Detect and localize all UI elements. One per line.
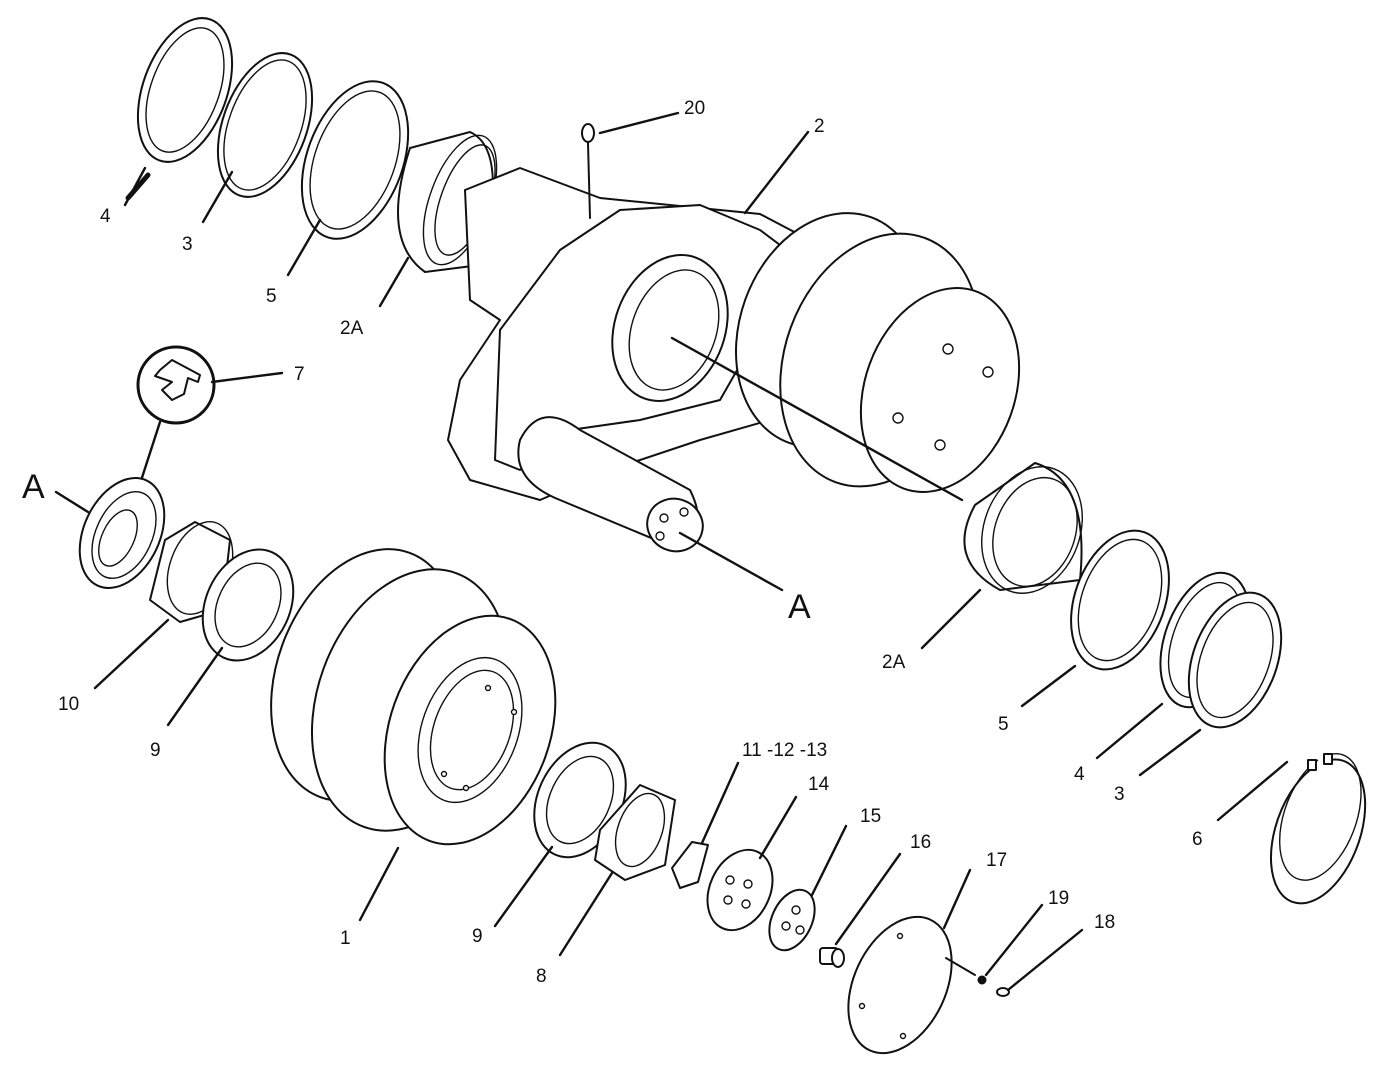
roller-shell-1 bbox=[270, 548, 557, 846]
leader-lines bbox=[54, 111, 1289, 992]
seal-detail-7 bbox=[136, 345, 216, 492]
carrier-flange bbox=[734, 212, 1021, 493]
sleeve-2A-right bbox=[963, 462, 1083, 594]
callout-9-bottom: 9 bbox=[472, 926, 483, 947]
callout-2a-top: 2A bbox=[340, 318, 364, 339]
seal-group-A bbox=[78, 477, 166, 589]
callout-8: 8 bbox=[536, 966, 547, 987]
callout-18: 18 bbox=[1094, 912, 1115, 933]
callout-14: 14 bbox=[808, 774, 830, 795]
ring-3-right bbox=[1187, 591, 1283, 729]
callout-6: 6 bbox=[1192, 829, 1203, 850]
cone-bearing-8 bbox=[594, 784, 676, 881]
grease-fitting-20 bbox=[581, 123, 595, 219]
callout-2: 2 bbox=[814, 116, 825, 137]
seal-ring-5-right bbox=[1070, 529, 1170, 671]
screw-18 bbox=[996, 987, 1010, 997]
callout-3-right: 3 bbox=[1114, 784, 1125, 805]
washer-19 bbox=[977, 975, 987, 985]
callout-3-top: 3 bbox=[182, 234, 193, 255]
snap-ring-6 bbox=[1270, 753, 1367, 905]
callout-a-shaft: A bbox=[788, 588, 811, 626]
callout-17: 17 bbox=[986, 850, 1007, 871]
callout-11-12-13: 11 -12 -13 bbox=[742, 740, 827, 761]
callout-a-left: A bbox=[22, 468, 45, 506]
callout-4-right: 4 bbox=[1074, 764, 1085, 785]
ring-3-top bbox=[216, 52, 314, 198]
thrust-ring-4-top bbox=[136, 17, 234, 163]
cover-17 bbox=[847, 915, 976, 1055]
callout-4-top: 4 bbox=[100, 206, 111, 227]
callout-15: 15 bbox=[860, 806, 881, 827]
callout-19: 19 bbox=[1048, 888, 1069, 909]
callout-10: 10 bbox=[58, 694, 79, 715]
callout-9-left: 9 bbox=[150, 740, 161, 761]
assembly-axis-line bbox=[670, 336, 964, 502]
callout-7: 7 bbox=[294, 364, 305, 385]
callout-2a-right: 2A bbox=[882, 652, 906, 673]
lock-plate-15 bbox=[768, 888, 816, 952]
bolt-16 bbox=[819, 947, 845, 968]
callout-16: 16 bbox=[910, 832, 931, 853]
callout-labels: 20 2 4 3 5 2A 7 A A 10 9 2A 5 4 3 6 11 -… bbox=[22, 98, 1203, 987]
carrier-shaft-2 bbox=[447, 167, 831, 553]
bearing-cup-9-left bbox=[201, 548, 295, 662]
shim-11-12-13 bbox=[671, 841, 709, 889]
callout-5-right: 5 bbox=[998, 714, 1009, 735]
seal-ring-5-top bbox=[300, 80, 410, 240]
callout-1: 1 bbox=[340, 928, 351, 949]
callout-5-top: 5 bbox=[266, 286, 277, 307]
retainer-plate-14 bbox=[706, 848, 774, 932]
callout-20: 20 bbox=[684, 98, 705, 119]
